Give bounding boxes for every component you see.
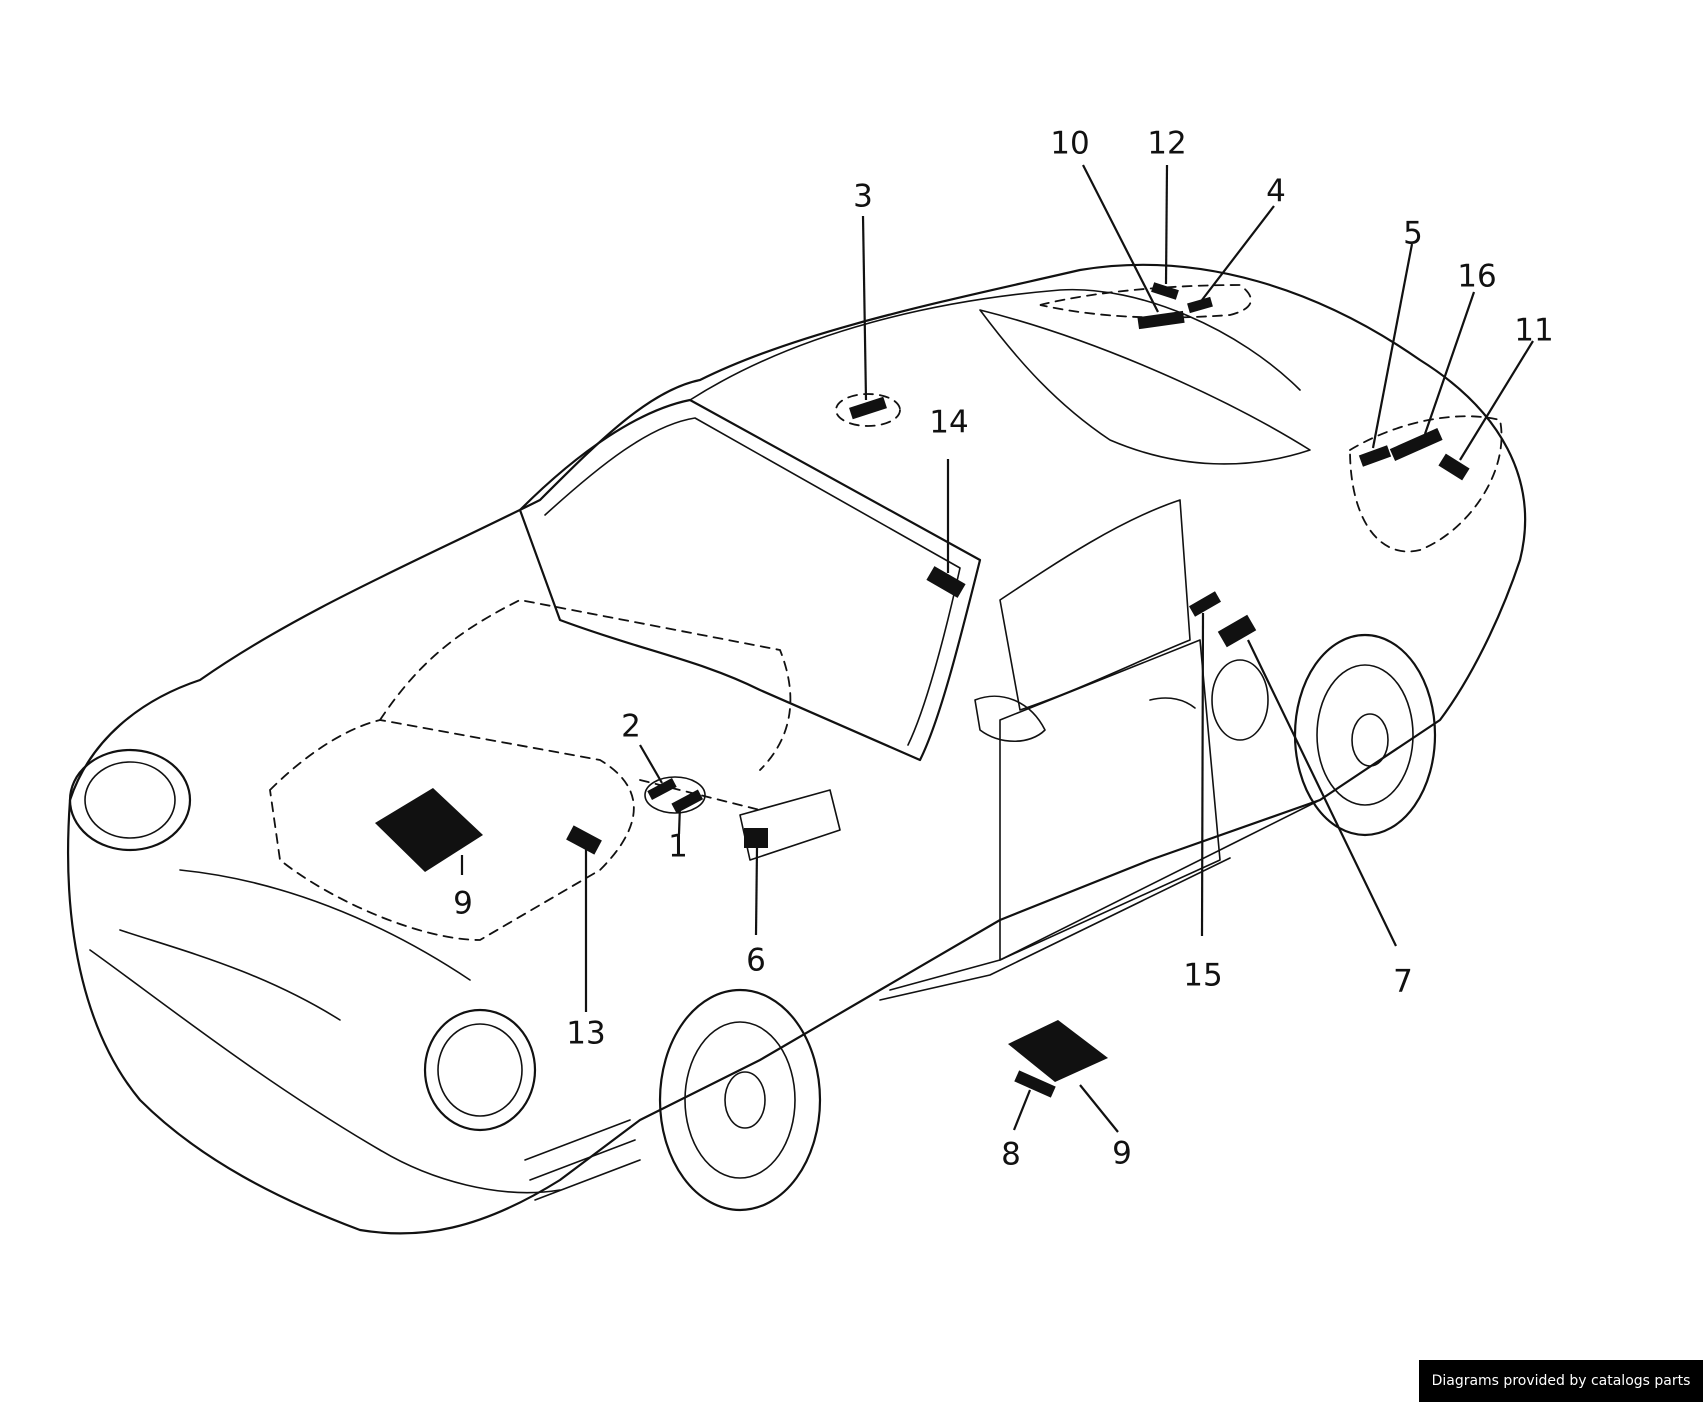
label-block-6	[744, 828, 768, 848]
car-outline	[67, 263, 1527, 1235]
callout-9-loose: 9	[1112, 1136, 1132, 1172]
label-block-15	[1189, 591, 1221, 617]
leader-lines	[460, 164, 1534, 1133]
callout-10: 10	[1050, 126, 1089, 162]
callout-6: 6	[746, 943, 766, 979]
callout-15: 15	[1183, 958, 1222, 994]
headlights	[68, 748, 537, 1132]
label-block-3	[849, 396, 887, 420]
callout-7: 7	[1393, 964, 1413, 1000]
label-block-11	[1438, 453, 1470, 481]
callout-4: 4	[1266, 174, 1286, 210]
callout-numbers: 1 2 3 4 5 6 7 8 9 9 10 11 12 13 14 15 16	[453, 126, 1554, 1173]
label-block-9-loose	[1008, 1020, 1108, 1082]
label-block-10	[1137, 310, 1185, 330]
callout-12: 12	[1147, 126, 1186, 162]
label-block-16	[1389, 427, 1443, 461]
label-blocks	[375, 282, 1470, 1098]
label-block-13	[566, 825, 602, 855]
wheels	[658, 633, 1437, 1212]
callout-16: 16	[1457, 259, 1496, 295]
callout-14: 14	[929, 405, 968, 441]
callout-3: 3	[853, 179, 873, 215]
callout-9-front: 9	[453, 886, 473, 922]
callout-1: 1	[668, 829, 688, 865]
callout-11: 11	[1514, 313, 1553, 349]
label-block-9-front	[375, 788, 483, 872]
label-block-12	[1151, 282, 1179, 300]
label-block-5	[1358, 445, 1392, 467]
label-block-4	[1187, 296, 1213, 314]
callout-8: 8	[1001, 1137, 1021, 1173]
label-block-8	[1014, 1070, 1056, 1098]
callout-5: 5	[1403, 216, 1423, 252]
label-block-1	[671, 789, 704, 814]
label-block-7	[1217, 614, 1257, 648]
callout-2: 2	[621, 709, 641, 745]
callout-13: 13	[566, 1016, 605, 1052]
front-grille	[524, 1119, 641, 1201]
label-block-2	[647, 778, 677, 800]
diagram-credit-badge: Diagrams provided by catalogs parts	[1419, 1360, 1703, 1402]
label-block-14	[926, 566, 966, 598]
